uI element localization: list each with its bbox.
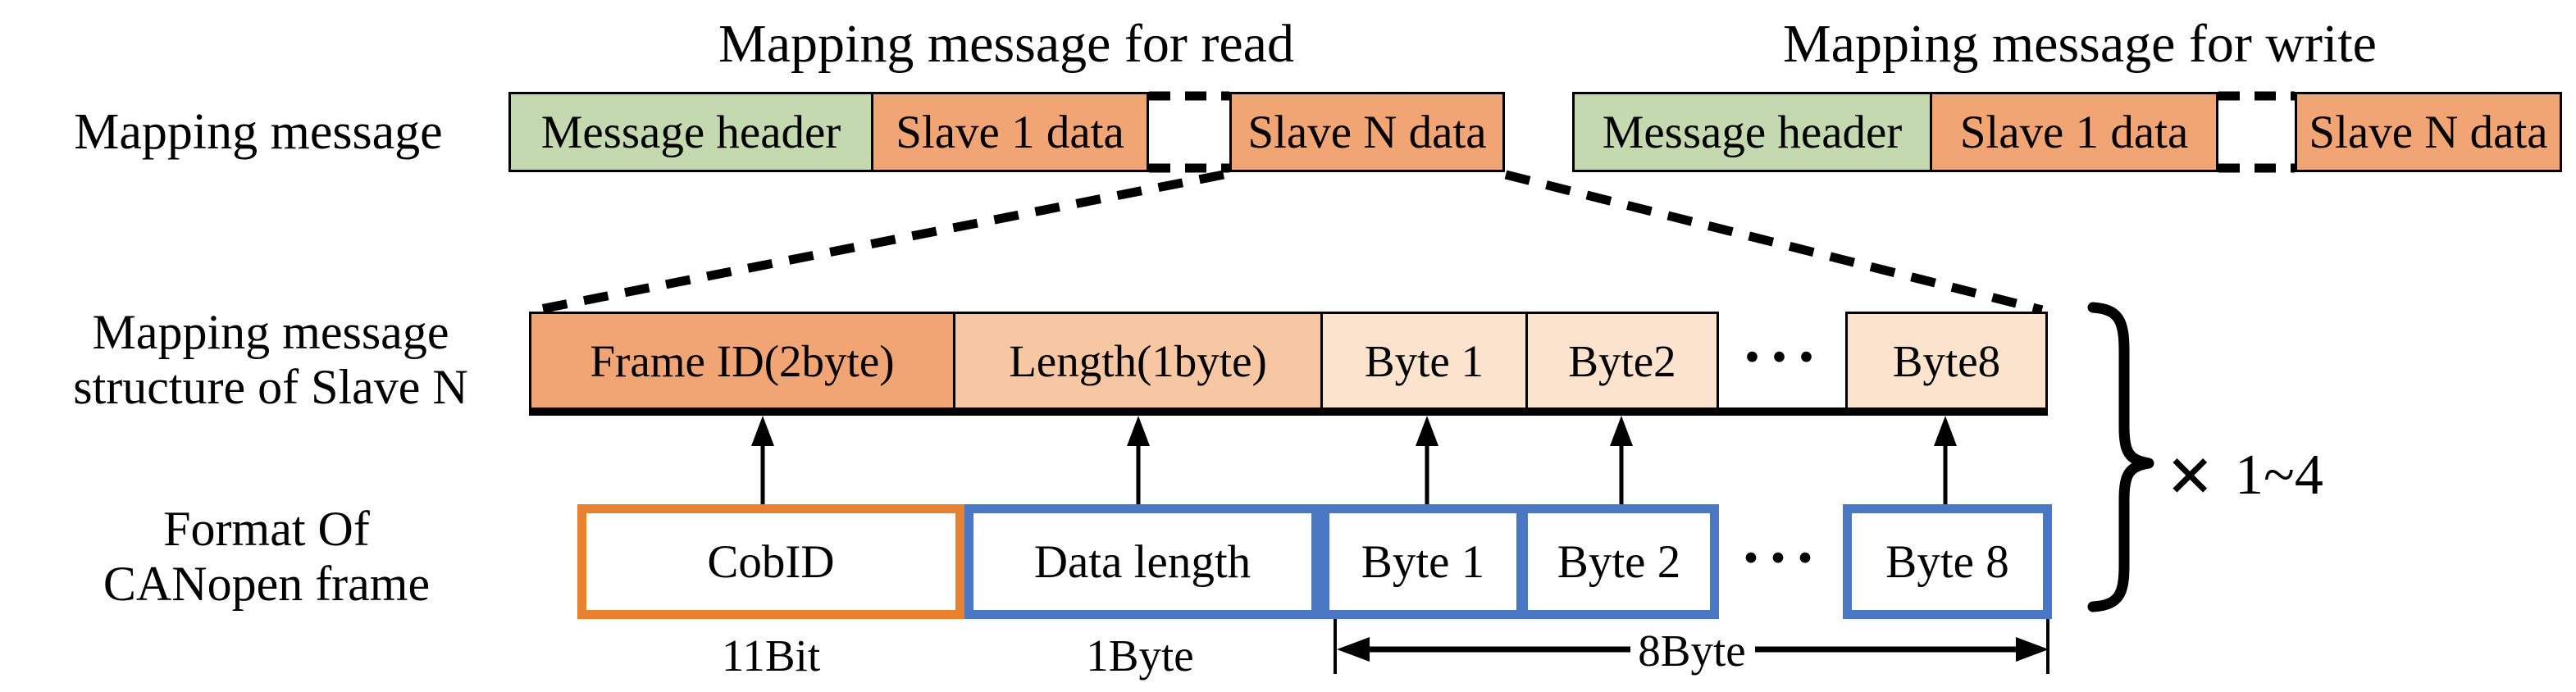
- multiply-symbol: ×: [2167, 430, 2214, 521]
- frame-id-box: Frame ID(2byte): [529, 312, 955, 410]
- arrow-cobid-head: [751, 416, 774, 446]
- structure-row-label-line2: structure of Slave N: [73, 360, 468, 414]
- data-length-width-label: 1Byte: [1086, 631, 1194, 681]
- read-slaveN-data-box: Slave N data: [1229, 92, 1505, 172]
- read-message-header-box: Message header: [508, 92, 873, 172]
- read-group-title: Mapping message for read: [718, 14, 1294, 74]
- repeat-brace: [2087, 302, 2154, 612]
- format-row-label-line1: Format Of: [163, 502, 370, 556]
- canopen-ellipsis: ···: [1739, 521, 1822, 593]
- mapping-message-row-label: Mapping message: [8, 92, 508, 172]
- arrow-byte8-head: [1934, 416, 1957, 446]
- span-arrow-left-head: [1337, 637, 1370, 662]
- write-slaveN-data-box: Slave N data: [2295, 92, 2562, 172]
- length-box: Length(1byte): [953, 312, 1323, 410]
- structure-byte8-box: Byte8: [1845, 312, 2048, 410]
- mapping-message-row-label-text: Mapping message: [74, 103, 443, 160]
- structure-ellipsis: ···: [1741, 321, 1823, 392]
- format-row-label: Format Of CANopen frame: [0, 502, 533, 612]
- write-group-title: Mapping message for write: [1783, 14, 2377, 74]
- multiplier-range: 1~4: [2234, 444, 2323, 507]
- structure-row-label-line1: Mapping message: [92, 305, 449, 359]
- repeat-multiplier: × 1~4: [2167, 433, 2323, 518]
- structure-byte2-box: Byte2: [1525, 312, 1719, 410]
- data-length-box: Data length: [964, 504, 1320, 619]
- structure-byte1-box: Byte 1: [1320, 312, 1528, 410]
- canopen-byte1-box: Byte 1: [1320, 504, 1525, 619]
- expansion-dashed-lines: [535, 170, 2044, 315]
- expansion-dash-left: [535, 170, 1225, 315]
- canopen-byte8-box: Byte 8: [1843, 504, 2052, 619]
- expansion-dash-right: [1504, 170, 2044, 315]
- structure-row-label: Mapping message structure of Slave N: [0, 305, 541, 415]
- canopen-byte2-box: Byte 2: [1519, 504, 1719, 619]
- span-arrow-right-head: [2016, 637, 2049, 662]
- read-slave1-data-box: Slave 1 data: [871, 92, 1149, 172]
- field-mapping-arrows: [751, 416, 1957, 504]
- write-slave1-data-box: Slave 1 data: [1930, 92, 2218, 172]
- format-row-label-line2: CANopen frame: [103, 557, 431, 611]
- cobid-width-label: 11Bit: [721, 631, 821, 681]
- arrow-datalength-head: [1127, 416, 1150, 446]
- arrow-byte1-head: [1416, 416, 1438, 446]
- arrow-byte2-head: [1610, 416, 1633, 446]
- data-bytes-width-label: 8Byte: [1638, 626, 1746, 676]
- write-message-header-box: Message header: [1572, 92, 1932, 172]
- cobid-box: CobID: [577, 504, 964, 619]
